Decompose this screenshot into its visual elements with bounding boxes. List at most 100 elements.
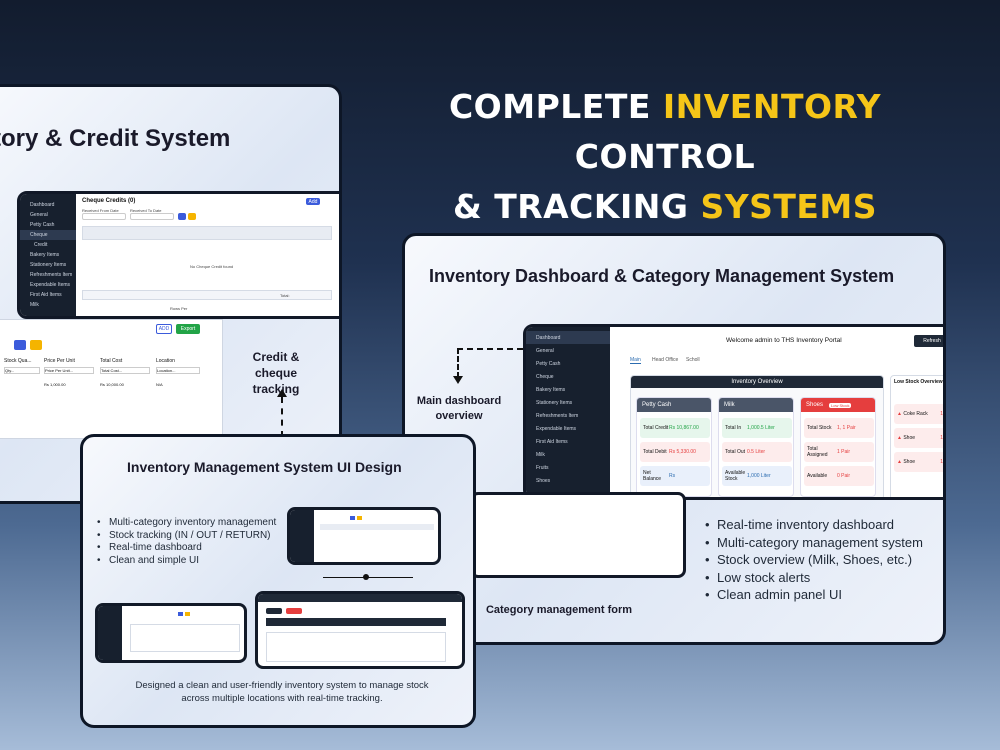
dot-icon xyxy=(363,574,369,580)
hero-headline: COMPLETE INVENTORY CONTROL & TRACKING SY… xyxy=(360,82,970,232)
add-button[interactable]: ADD xyxy=(156,324,172,334)
sidebar-item[interactable]: First Aid Items xyxy=(536,438,568,445)
sidebar-item[interactable]: Milk xyxy=(536,451,545,458)
refresh-button[interactable]: Refresh xyxy=(914,335,943,347)
ui-thumbnail xyxy=(255,591,465,669)
sidebar-item[interactable]: Stationery Items xyxy=(536,399,573,406)
ui-thumbnail xyxy=(287,507,441,565)
empty-message: No Cheque Credit found xyxy=(190,264,234,269)
headline-word: COMPLETE xyxy=(448,87,651,126)
filter-input[interactable]: Qty... xyxy=(4,367,40,374)
reset-button[interactable] xyxy=(188,213,196,220)
low-stock-item-name: Shoe xyxy=(903,459,916,465)
low-stock-item-qty: 1 xyxy=(940,411,943,417)
export-button[interactable]: Export xyxy=(176,324,200,334)
sidebar-item[interactable]: Credit xyxy=(34,242,48,248)
action-button[interactable] xyxy=(178,612,183,616)
sidebar-item[interactable]: Fruits xyxy=(536,464,549,471)
sidebar-item[interactable]: Cheque xyxy=(536,373,554,380)
sidebar-item[interactable]: General xyxy=(536,347,554,354)
total-stock-row: Total Stock 1, 1 Pair xyxy=(804,418,874,438)
total-label: Total: xyxy=(280,293,290,298)
sidebar-item[interactable]: Refreshments Item xyxy=(536,412,579,419)
debit-label: Total Debit xyxy=(643,449,667,455)
sidebar xyxy=(98,606,122,660)
add-button[interactable]: Add xyxy=(306,198,320,205)
credit-tracking-annotation: Credit & cheque tracking xyxy=(252,350,300,396)
action-button[interactable] xyxy=(185,612,190,616)
sidebar: Dashboard General Petty Cash Cheque Cred… xyxy=(20,194,76,316)
low-stock-item-qty: 1 xyxy=(940,435,943,441)
feature-item: Real-time inventory dashboard xyxy=(705,516,923,534)
header-cell: Total Cost xyxy=(100,358,123,364)
tab-scholl[interactable]: Scholl xyxy=(686,357,700,363)
sidebar xyxy=(290,510,314,562)
search-button[interactable] xyxy=(178,213,186,220)
card-title: tory & Credit System xyxy=(0,125,231,152)
sidebar-item[interactable]: Shoes xyxy=(536,477,551,484)
reset-button[interactable] xyxy=(30,340,42,350)
petty-cash-header: Petty Cash xyxy=(637,398,711,412)
sidebar-item[interactable]: Stationery Items xyxy=(30,262,67,268)
low-stock-item-qty: 1 xyxy=(940,459,943,465)
total-stock-value: 1, 1 Pair xyxy=(837,425,856,431)
card-dashboard-system: Inventory Dashboard & Category Managemen… xyxy=(402,233,946,645)
sidebar-item[interactable]: Dashboard xyxy=(30,202,55,208)
headline-highlight: SYSTEMS xyxy=(700,187,878,226)
sidebar-item[interactable]: Bakery Items xyxy=(30,252,60,258)
total-out-label: Total Out xyxy=(725,449,746,455)
filter-input[interactable]: Location... xyxy=(156,367,200,374)
headline-word: & TRACKING xyxy=(452,187,689,226)
received-to-label: Received To Date xyxy=(130,208,162,213)
feature-item: Clean admin panel UI xyxy=(705,586,923,604)
action-button[interactable] xyxy=(350,516,355,520)
table-header xyxy=(320,524,434,530)
filter-input[interactable]: Price Per Unit... xyxy=(44,367,94,374)
dashed-line xyxy=(457,348,459,378)
sidebar-item[interactable]: General xyxy=(30,212,48,218)
sidebar-item[interactable]: First Aid Items xyxy=(30,292,62,298)
search-button[interactable] xyxy=(14,340,26,350)
feature-item: Clean and simple UI xyxy=(97,555,276,568)
add-button[interactable] xyxy=(266,608,282,614)
sidebar-item[interactable]: Dashboard xyxy=(526,331,610,344)
sidebar: Dashboard General Petty Cash Cheque Bake… xyxy=(526,327,610,497)
action-button[interactable] xyxy=(357,516,362,520)
available-value: 1,000 Liter xyxy=(747,473,771,479)
delete-button[interactable] xyxy=(286,608,302,614)
low-stock-badge: Low Stock xyxy=(829,402,852,408)
sidebar-item[interactable]: Cheque xyxy=(20,230,76,240)
header-cell: Location xyxy=(156,358,175,364)
sidebar-item[interactable]: Bakery Items xyxy=(536,386,566,393)
dashed-line xyxy=(457,348,523,350)
tab-head-office[interactable]: Head Office xyxy=(652,357,679,363)
date-to-input[interactable] xyxy=(130,213,174,220)
sidebar-item[interactable]: Refreshments Item xyxy=(30,272,73,278)
received-from-label: Received From Date xyxy=(82,208,119,213)
dashed-line xyxy=(281,397,283,437)
total-stock-label: Total Stock xyxy=(807,425,832,431)
sidebar-item[interactable]: Expendable Items xyxy=(536,425,577,432)
sidebar-item[interactable]: Petty Cash xyxy=(30,222,55,228)
tab-main[interactable]: Main xyxy=(630,357,641,364)
shoes-available-label: Available xyxy=(807,473,828,479)
filter-input[interactable]: Total Cost... xyxy=(100,367,150,374)
sidebar-item[interactable]: Expendable Items xyxy=(30,282,71,288)
net-value: Rs xyxy=(669,473,676,479)
feature-item: Real-time dashboard xyxy=(97,542,276,555)
sidebar-item[interactable]: Petty Cash xyxy=(536,360,561,367)
date-from-input[interactable] xyxy=(82,213,126,220)
arrow-down-icon xyxy=(453,376,463,384)
card-title: Inventory Dashboard & Category Managemen… xyxy=(429,266,895,286)
header-cell: Stock Qua... xyxy=(4,358,32,364)
sidebar-item[interactable]: Milk xyxy=(30,302,39,308)
welcome-text: Welcome admin to THS Inventory Portal xyxy=(726,337,842,344)
